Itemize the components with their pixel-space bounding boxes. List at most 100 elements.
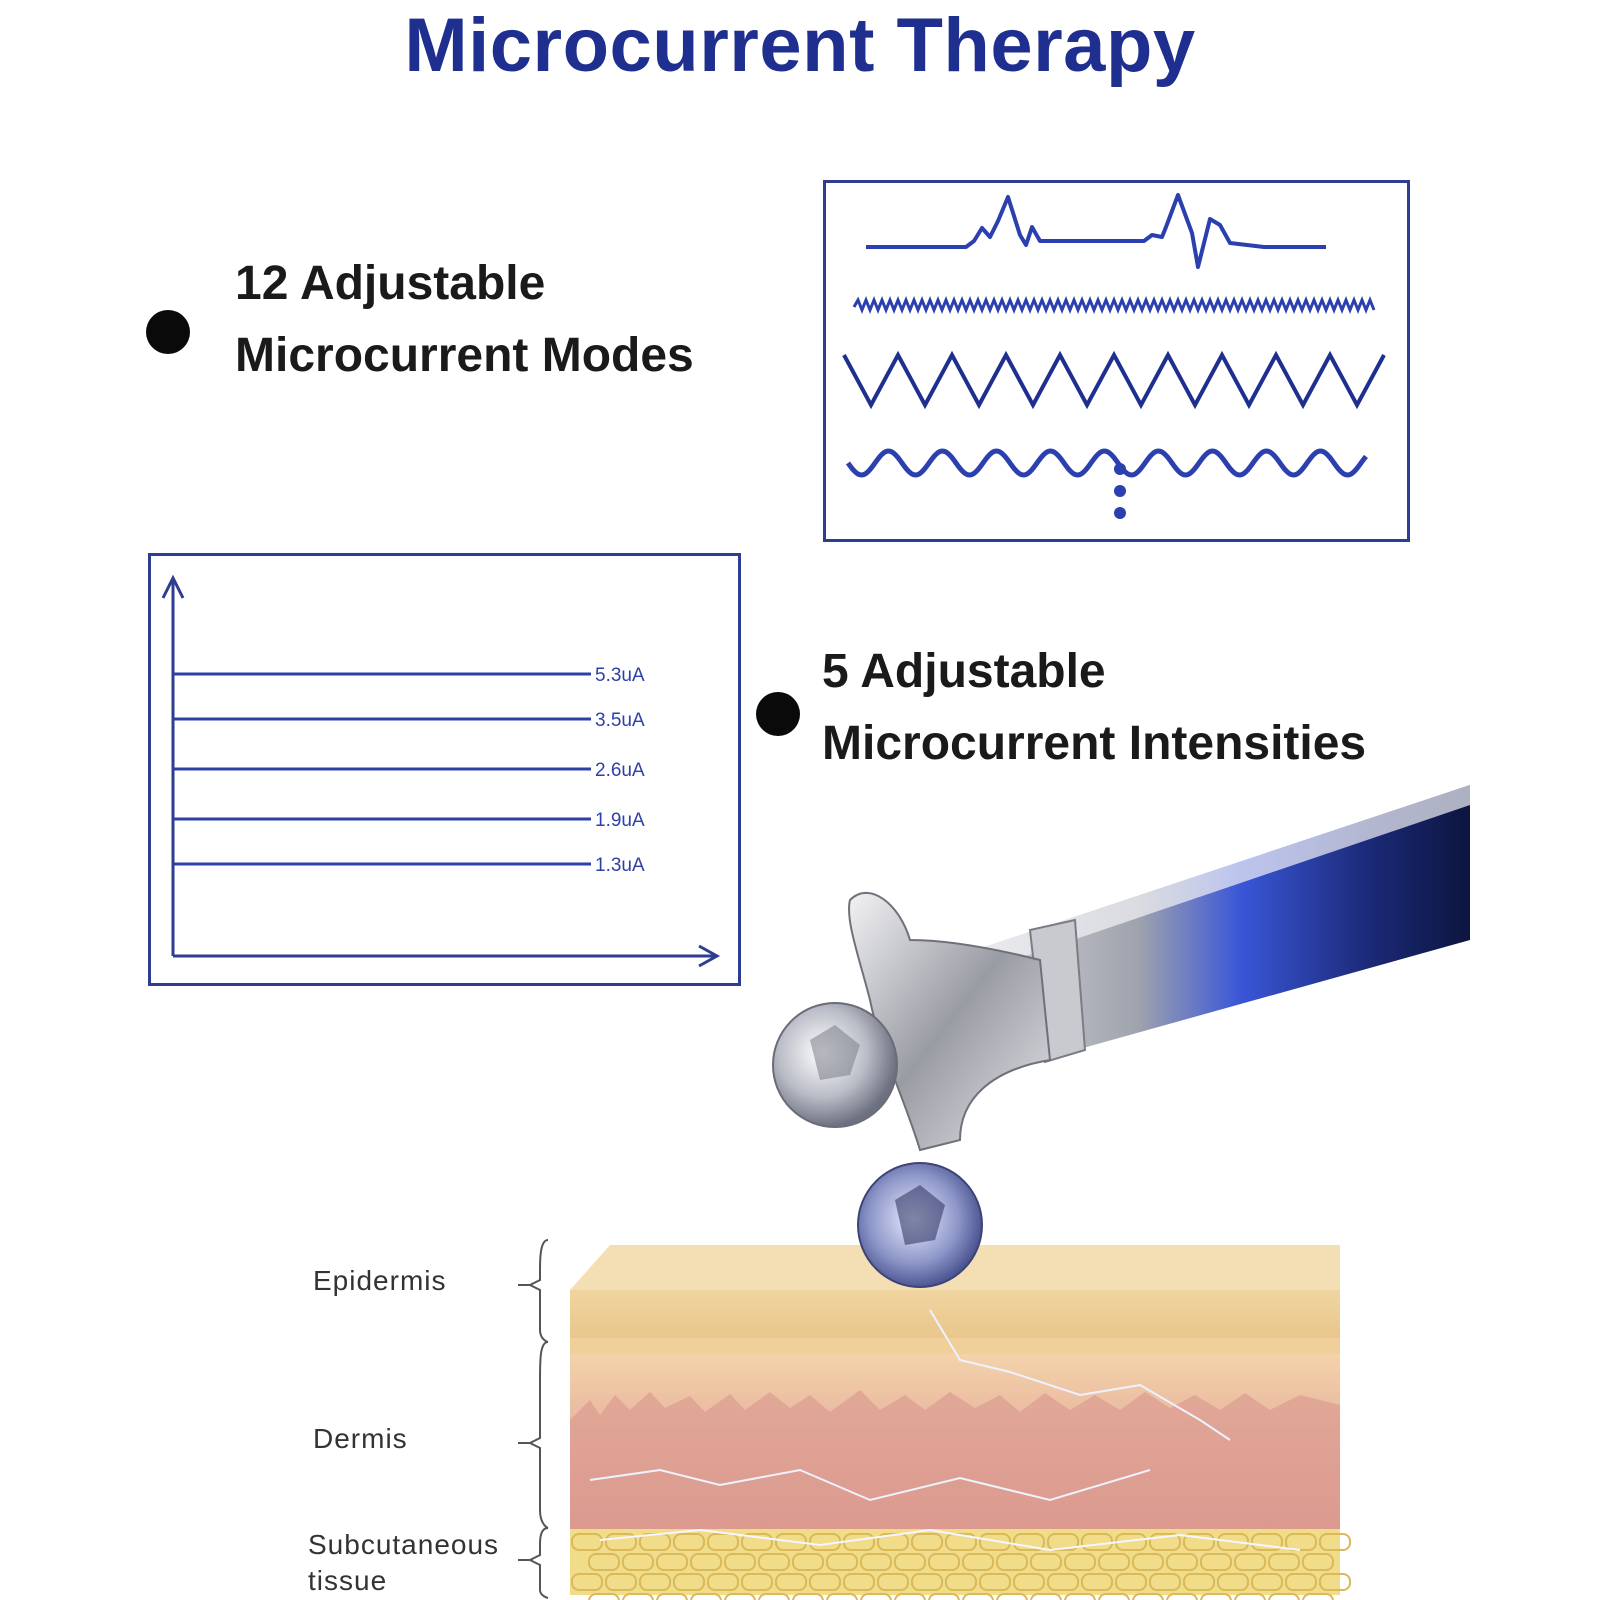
fat-cell [588, 1593, 620, 1600]
fat-cell [1302, 1553, 1334, 1571]
intensity-level-label: 3.5uA [595, 710, 645, 731]
bullet-dot [756, 692, 800, 736]
fat-cell [1149, 1573, 1181, 1591]
fat-cell [809, 1573, 841, 1591]
fat-cell [962, 1593, 994, 1600]
fat-cell [639, 1573, 671, 1591]
fat-cell [860, 1593, 892, 1600]
fat-cell [1183, 1533, 1215, 1551]
label-subcutaneous: Subcutaneous tissue [308, 1527, 499, 1599]
feature-intensities: 5 Adjustable Microcurrent Intensities [822, 636, 1366, 780]
feature-modes-line2: Microcurrent Modes [235, 329, 694, 382]
fat-cell [1013, 1573, 1045, 1591]
fat-cell [758, 1593, 790, 1600]
fat-cell [1217, 1573, 1249, 1591]
fat-cell [928, 1593, 960, 1600]
intensity-level-label: 1.9uA [595, 810, 645, 831]
fat-cell [979, 1573, 1011, 1591]
fat-cell [945, 1533, 977, 1551]
bracket-dermis [527, 1341, 549, 1529]
sawtooth-wave [852, 295, 1376, 315]
fat-cell [945, 1573, 977, 1591]
fat-cell [707, 1573, 739, 1591]
x-axis-arrow-icon [698, 944, 721, 968]
fat-cell [1217, 1533, 1249, 1551]
fat-cell [605, 1573, 637, 1591]
fat-cell [1183, 1573, 1215, 1591]
fat-cell [1115, 1533, 1147, 1551]
label-subcutaneous-line2: tissue [308, 1565, 388, 1596]
fat-cell [1064, 1553, 1096, 1571]
fat-cell [605, 1533, 637, 1551]
fat-cell [792, 1553, 824, 1571]
fat-cell [996, 1593, 1028, 1600]
fat-cell [1047, 1573, 1079, 1591]
fat-cell [1081, 1533, 1113, 1551]
fat-cell [1268, 1593, 1300, 1600]
fat-cell [962, 1553, 994, 1571]
waveform-panel [823, 180, 1410, 542]
fat-cell [758, 1553, 790, 1571]
fat-cell [928, 1553, 960, 1571]
bullet-dot [146, 310, 190, 354]
fat-cell [979, 1533, 1011, 1551]
fat-cell [911, 1533, 943, 1551]
fat-cell [571, 1533, 603, 1551]
fat-cell [843, 1573, 875, 1591]
fat-cell [1302, 1593, 1334, 1600]
fat-cell [1132, 1593, 1164, 1600]
fat-cell [1064, 1593, 1096, 1600]
fat-cell [1200, 1593, 1232, 1600]
fat-cell [877, 1573, 909, 1591]
waveform-icon [842, 193, 1386, 519]
fat-cell [1234, 1593, 1266, 1600]
fat-cell [911, 1573, 943, 1591]
intensity-level-label: 2.6uA [595, 760, 645, 781]
fat-cell [996, 1553, 1028, 1571]
fat-cell [1251, 1573, 1283, 1591]
ellipsis-dot [1114, 485, 1126, 497]
fat-cell [1030, 1593, 1062, 1600]
fat-cell [1013, 1533, 1045, 1551]
fat-cell [707, 1533, 739, 1551]
fat-cell [1081, 1573, 1113, 1591]
fat-cell [809, 1533, 841, 1551]
heartbeat-wave [866, 193, 1326, 269]
fat-cell [673, 1533, 705, 1551]
intensity-level-label: 1.3uA [595, 855, 645, 876]
fat-cell [843, 1533, 875, 1551]
feature-intensities-line2: Microcurrent Intensities [822, 717, 1367, 770]
fat-cell [622, 1553, 654, 1571]
fat-cell [690, 1553, 722, 1571]
bracket-epidermis [527, 1239, 549, 1343]
fat-cell [1030, 1553, 1062, 1571]
roller-device-icon [772, 785, 1470, 1288]
fat-cell [1319, 1573, 1351, 1591]
fat-cell [894, 1553, 926, 1571]
fat-cell [877, 1533, 909, 1551]
fat-cell [894, 1593, 926, 1600]
y-axis-arrow-icon [161, 574, 185, 599]
fat-cell [1047, 1533, 1079, 1551]
fat-cell [1285, 1573, 1317, 1591]
feature-modes: 12 Adjustable Microcurrent Modes [235, 248, 694, 392]
fat-cell [571, 1573, 603, 1591]
fat-cell [1268, 1553, 1300, 1571]
fat-cell [1200, 1553, 1232, 1571]
fat-cell [1098, 1553, 1130, 1571]
label-epidermis: Epidermis [313, 1265, 447, 1296]
page-title: Microcurrent Therapy [404, 3, 1196, 88]
fat-cell [622, 1593, 654, 1600]
intensity-level-label: 5.3uA [595, 665, 645, 686]
fat-cell [860, 1553, 892, 1571]
fat-cell [1234, 1553, 1266, 1571]
fat-cell [826, 1553, 858, 1571]
bracket-subcutaneous [527, 1527, 549, 1599]
fat-cell [639, 1533, 671, 1551]
skin-cross-section-icon [570, 1245, 1351, 1600]
fat-cell [1166, 1553, 1198, 1571]
fat-cell [792, 1593, 824, 1600]
label-subcutaneous-line1: Subcutaneous [308, 1529, 500, 1560]
fat-cell [724, 1553, 756, 1571]
intensity-panel: 5.3uA 3.5uA 2.6uA 1.9uA 1.3uA [148, 553, 741, 986]
